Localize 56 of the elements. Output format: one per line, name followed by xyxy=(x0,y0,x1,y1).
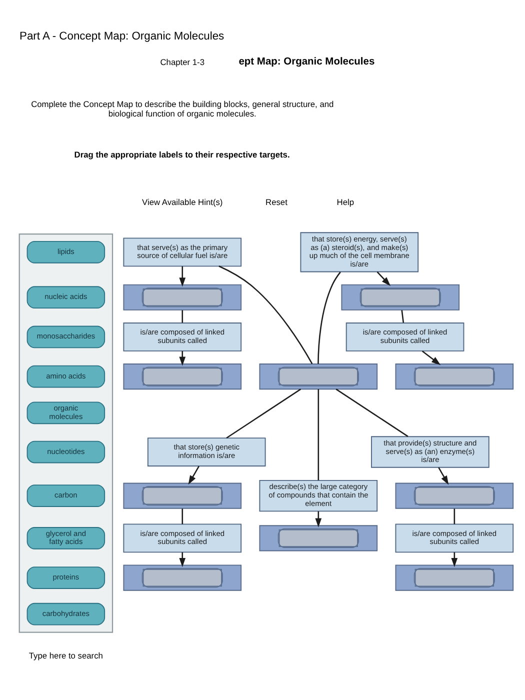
node-box: carbohydrates xyxy=(26,602,106,626)
node-box xyxy=(395,564,514,591)
label: Drag the appropriate labels to their respective targets. xyxy=(74,149,290,160)
node-box: organic molecules xyxy=(26,402,106,424)
connector xyxy=(182,508,184,524)
label: Help xyxy=(336,196,354,207)
arrow xyxy=(376,272,391,286)
diagram-title: Part A - Concept Map: Organic Molecules xyxy=(20,30,224,42)
cluster xyxy=(18,233,114,633)
node-box: that store(s) energy, serve(s) as (a) steroid(s), and make(s) up much of the cell membrane is/are xyxy=(300,232,419,272)
node-box xyxy=(259,364,378,390)
node-box: lipids xyxy=(26,241,106,264)
node-box: carbon xyxy=(26,484,106,507)
node-box xyxy=(123,482,242,509)
node-box: amino acids xyxy=(26,365,106,388)
node-box: describe(s) the large category of compounds that contain the element xyxy=(259,480,378,512)
node-box: that serve(s) as the primary source of cellular fuel is/are xyxy=(123,238,242,267)
node-box: nucleotides xyxy=(26,440,106,464)
arrow xyxy=(315,511,322,528)
node-box: proteins xyxy=(26,566,106,589)
node-box: monosaccharides xyxy=(26,326,106,348)
arrow xyxy=(188,466,200,485)
node-box: that provide(s) structure and serve(s) as (an) enzyme(s) is/are xyxy=(371,436,490,468)
label: Complete the Concept Map to describe the building blocks, general structure, and biological function of organic molecules. xyxy=(31,99,334,118)
node-box xyxy=(123,284,242,310)
node-box xyxy=(123,564,242,591)
node-box: glycerol and fatty acids xyxy=(26,527,106,550)
label: Reset xyxy=(266,196,288,207)
connector xyxy=(318,272,341,364)
connector xyxy=(401,310,404,323)
connector xyxy=(182,310,184,323)
node-box: nucleic acids xyxy=(26,286,106,309)
node-box: is/are composed of linked subunits called xyxy=(123,322,242,352)
connector xyxy=(226,388,302,439)
node-box: is/are composed of linked subunits called xyxy=(395,524,514,553)
node-box xyxy=(259,525,378,552)
node-box: is/are composed of linked subunits called xyxy=(123,524,242,553)
node-box xyxy=(341,284,460,310)
label: Chapter 1-3 xyxy=(160,57,204,68)
arrow xyxy=(179,351,186,366)
connector xyxy=(336,388,408,437)
connector xyxy=(218,266,313,364)
arrow xyxy=(179,266,186,287)
connector xyxy=(318,389,320,480)
node-box: that store(s) genetic information is/are xyxy=(147,438,266,466)
arrow xyxy=(438,467,449,485)
arrow xyxy=(179,552,186,568)
label: View Available Hint(s) xyxy=(142,196,223,207)
node-box xyxy=(395,482,514,509)
node-box: is/are composed of linked subunits called xyxy=(346,322,464,352)
label: ept Map: Organic Molecules xyxy=(238,56,375,68)
arrow xyxy=(422,350,441,366)
connector xyxy=(454,508,456,524)
label: Type here to search xyxy=(28,650,103,661)
node-box xyxy=(395,364,514,390)
node-box xyxy=(123,364,242,390)
